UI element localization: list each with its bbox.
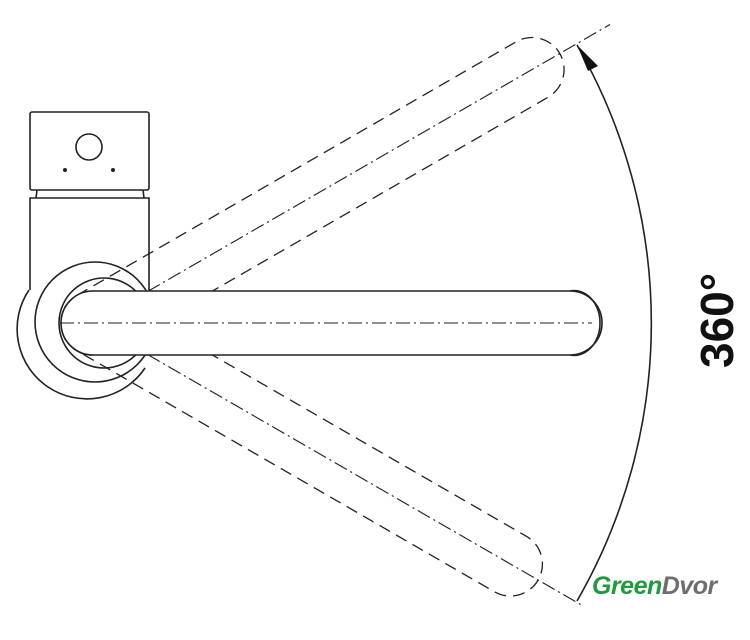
faucet-body	[16, 197, 156, 400]
rotation-angle-label: 360°	[691, 273, 743, 368]
greendvor-logo: GreenDvor	[592, 572, 717, 601]
logo-green: Green	[592, 572, 662, 600]
faucet-head	[29, 111, 150, 199]
spout-main	[60, 289, 603, 357]
logo-gray: Dvor	[661, 572, 717, 600]
arrow-head-icon	[577, 45, 598, 71]
rotation-arc	[576, 44, 653, 602]
